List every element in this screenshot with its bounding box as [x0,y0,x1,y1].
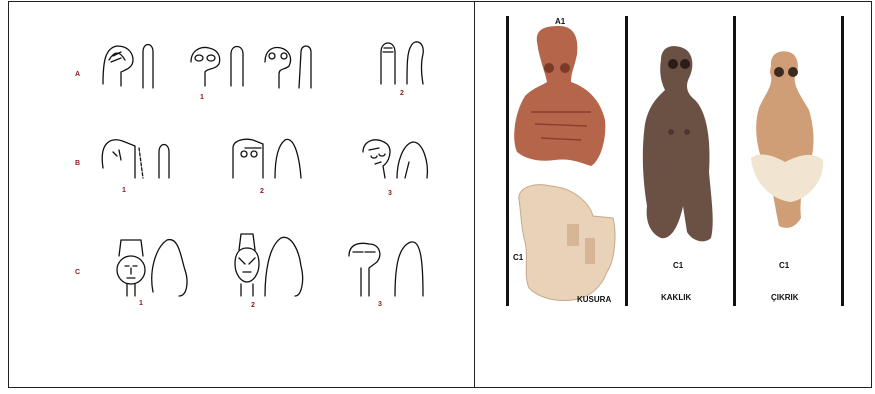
row-a-figure-3 [265,46,311,88]
row-b-number-2: 2 [260,188,264,195]
label-c1-kaklik: C1 [673,261,684,270]
figure-table: A B C 1 2 1 2 3 1 2 3 [8,1,872,388]
row-a-number-2: 2 [400,90,404,97]
row-letter-b: B [75,160,80,167]
photo-separator-1 [625,16,628,306]
row-b-number-1: 1 [122,187,126,194]
photos-canvas: A1 C1 KUSURA C1 KAKLIK [475,2,871,387]
row-b-figure-3 [363,140,427,178]
kusura-idol-c1-photo [519,185,615,301]
label-a1: A1 [555,17,566,26]
cikrik-idol-photo [751,51,823,228]
row-c-figure-1 [117,240,187,296]
row-b-figure-1 [102,140,169,178]
row-c-figure-2 [235,234,303,296]
label-kaklik: KAKLIK [661,293,691,302]
label-c1-kusura: C1 [513,253,524,262]
row-b-number-3: 3 [388,190,392,197]
row-letter-c: C [75,269,80,276]
photos-panel: A1 C1 KUSURA C1 KAKLIK [475,2,871,387]
row-letter-a: A [75,71,80,78]
label-kusura: KUSURA [577,295,611,304]
drawings-panel: A B C 1 2 1 2 3 1 2 3 [9,2,474,387]
photo-separator-2 [733,16,736,306]
kaklik-idol-photo [643,46,713,241]
row-c-figure-3 [349,242,423,296]
row-c-number-1: 1 [139,300,143,307]
photo-separator-left [506,16,509,306]
row-a-figure-1 [103,45,153,89]
row-a-figure-2 [191,47,243,87]
row-a-number-1: 1 [200,94,204,101]
row-b-figure-2 [233,139,301,178]
row-c-number-2: 2 [251,302,255,309]
label-cikrik: ÇIKRIK [771,293,799,302]
kusura-idol-a1-photo [514,26,605,166]
drawings-canvas: A B C 1 2 1 2 3 1 2 3 [9,2,474,387]
label-c1-cikrik: C1 [779,261,790,270]
row-c-number-3: 3 [378,301,382,308]
photo-separator-right [841,16,844,306]
row-a-figure-4 [381,42,423,84]
